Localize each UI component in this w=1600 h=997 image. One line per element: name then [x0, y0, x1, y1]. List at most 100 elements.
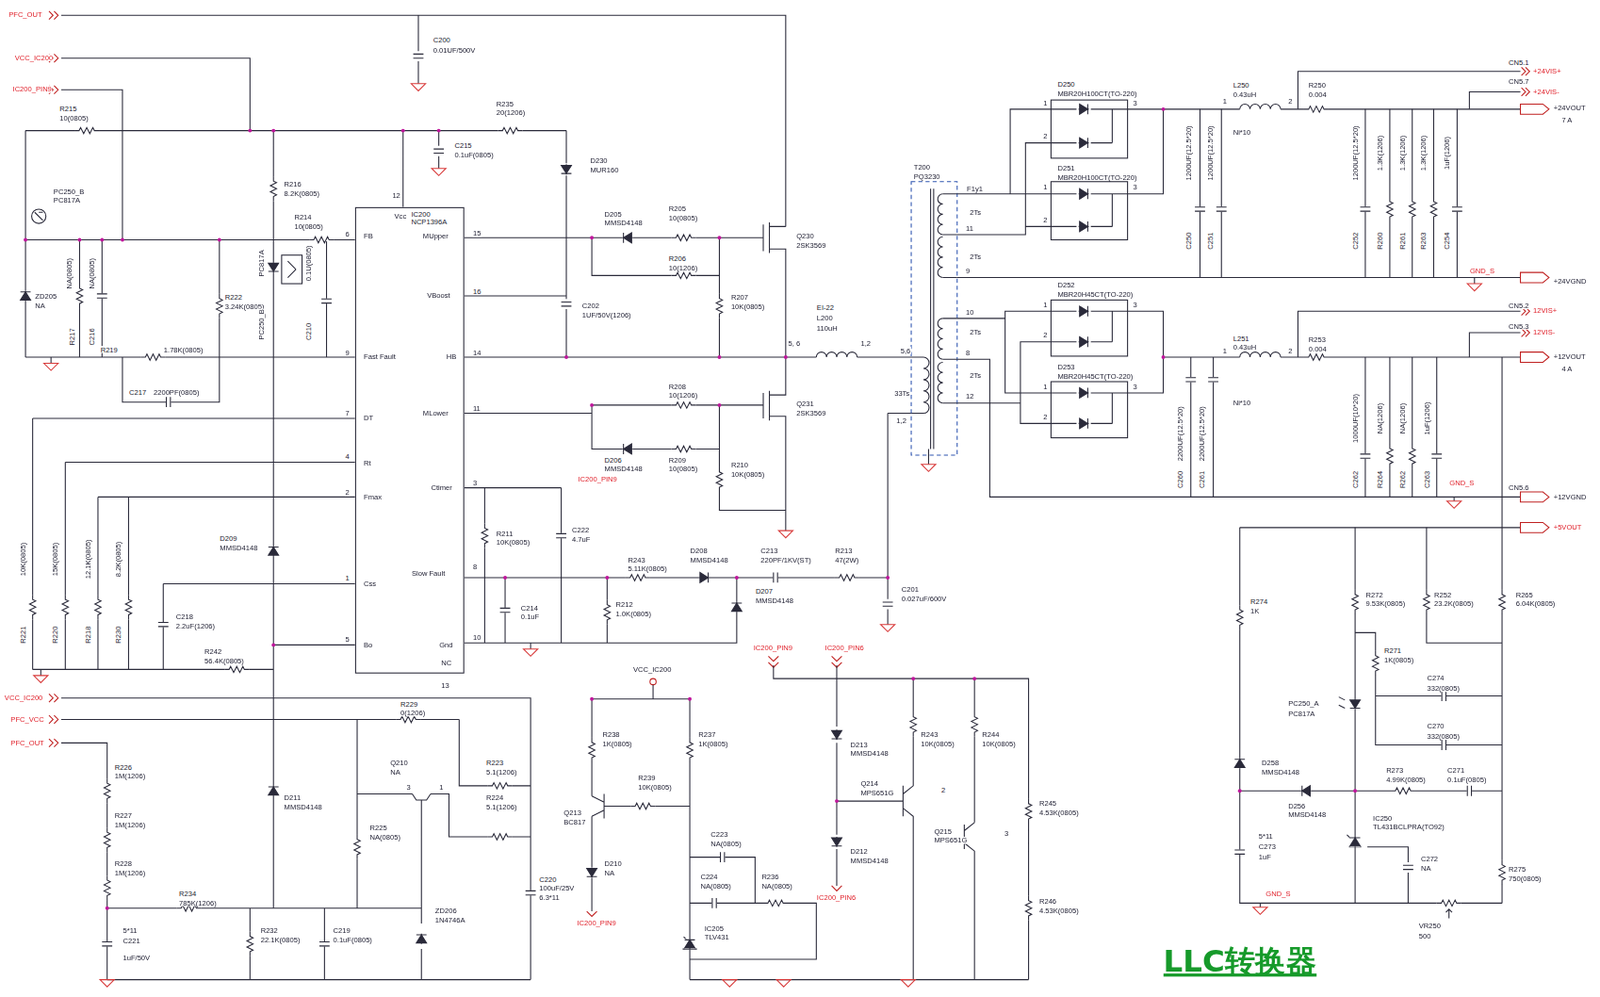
part-label: NA(0805)	[65, 257, 74, 290]
part-label: R218	[83, 625, 92, 644]
part-label: R232	[260, 926, 278, 934]
part-label: 8.2K(0805)	[283, 189, 321, 197]
wire-part	[1436, 899, 1462, 906]
part-label: 15	[472, 229, 482, 238]
part-label: 2	[1288, 346, 1293, 355]
wire-part	[33, 675, 49, 684]
part-label: 47(2W)	[834, 555, 860, 564]
part-label: 1uF	[1257, 852, 1272, 861]
part-label: C260	[1175, 470, 1184, 489]
part-label: 5.1(1206)	[485, 767, 518, 776]
part-label: 56.4K(0805)	[204, 656, 245, 665]
part-label: 11	[472, 405, 481, 413]
part-label: 3	[406, 783, 411, 792]
part-label: PC250_B	[257, 309, 265, 342]
wire-part	[1025, 799, 1031, 824]
wire-part	[1050, 381, 1127, 439]
part-label: D209	[219, 534, 238, 542]
wire-part	[671, 234, 697, 241]
wire-part	[1078, 137, 1090, 148]
net-label: +24VIS-	[1533, 87, 1561, 96]
part-label: R226	[114, 763, 132, 771]
wire-part	[671, 445, 697, 452]
part-label: MMSD4148	[219, 543, 259, 552]
wire-part	[410, 83, 425, 92]
wire-part	[816, 352, 857, 358]
part-label: R242	[204, 648, 223, 656]
part-label: Ni*10	[1232, 128, 1252, 136]
part-label: 0.1uF(0805)	[1447, 775, 1487, 784]
part-label: 220PF/1KV(ST)	[760, 555, 813, 564]
part-label: 1uF(1206)	[1443, 135, 1452, 170]
part-label: R239	[637, 774, 656, 783]
part-label: 10K(0805)	[920, 739, 955, 748]
wire-part	[1372, 651, 1379, 676]
wire-part	[1430, 196, 1437, 222]
part-label: MMSD4148	[849, 857, 889, 866]
part-label: MBR20H45CT(TO-220)	[1057, 291, 1134, 299]
wire-part	[722, 979, 737, 988]
wire-part	[604, 600, 610, 625]
part-label: C215	[454, 142, 473, 150]
part-label: C223	[710, 830, 729, 838]
part-label: 10(0805)	[668, 213, 698, 222]
net-label: 12VIS-	[1533, 328, 1556, 337]
part-label: 12	[964, 392, 975, 401]
part-label: R228	[114, 860, 132, 868]
part-label: +12VGND	[1552, 492, 1587, 501]
part-label: 1200UF(12.5*20)	[1207, 125, 1215, 181]
part-label: 10K(0805)	[637, 783, 672, 792]
part-label: R272	[1365, 590, 1384, 599]
part-label: L250	[1232, 81, 1250, 90]
part-label: CN5.7	[1508, 77, 1531, 85]
part-label: CN5.3	[1508, 322, 1531, 330]
part-label: MMSD4148	[604, 465, 643, 474]
part-label: 2200UF(12.5*20)	[1175, 406, 1184, 462]
part-label: L251	[1232, 334, 1250, 343]
part-label: 2	[1043, 132, 1048, 141]
part-label: 2SK3569	[796, 408, 827, 417]
wire-part	[99, 979, 115, 988]
part-label: 4 A	[1561, 365, 1573, 374]
net-label: VCC_IC200	[3, 693, 44, 702]
wire-part	[671, 272, 697, 278]
wire-part	[62, 594, 68, 620]
wire-part	[921, 464, 936, 473]
wire-part	[834, 799, 839, 803]
part-label: 0.004	[1307, 90, 1327, 98]
wire-part	[972, 676, 977, 681]
part-label: R263	[1420, 231, 1428, 250]
part-label: 6	[344, 230, 350, 239]
part-label: R209	[668, 456, 686, 464]
wire-part	[1467, 283, 1482, 292]
part-label: 1	[1222, 346, 1227, 355]
wire-part	[103, 875, 110, 900]
part-label: R223	[485, 759, 504, 768]
part-label: 2	[344, 489, 350, 497]
wire-part	[271, 129, 276, 133]
part-label: R224	[485, 794, 504, 802]
wire-part	[1200, 71, 1521, 284]
part-label: 10K(0805)	[18, 541, 27, 576]
wire-part	[1352, 589, 1358, 615]
part-label: 1K(0805)	[1383, 655, 1414, 664]
wire-part	[34, 212, 44, 221]
part-label: D250	[1057, 81, 1076, 89]
part-label: 2200UF(12.5*20)	[1198, 406, 1207, 462]
part-label: 3	[1132, 183, 1138, 192]
part-label: 10K(0805)	[730, 303, 765, 311]
part-label: 6.04K(0805)	[1515, 600, 1556, 608]
part-label: R225	[369, 824, 388, 833]
part-label: R221	[18, 625, 27, 644]
wire-part	[1238, 788, 1242, 793]
part-label: 0.1uF(0805)	[332, 935, 373, 944]
wire-part	[718, 355, 722, 360]
part-label: MMSD4148	[1260, 767, 1300, 776]
part-label: 785K(1206)	[179, 898, 218, 907]
wire-part	[416, 933, 427, 945]
wire-part	[1078, 103, 1090, 115]
wire-part	[464, 222, 924, 650]
part-label: 4	[344, 453, 350, 461]
wire-part	[1161, 107, 1166, 112]
wire-part	[716, 293, 722, 319]
